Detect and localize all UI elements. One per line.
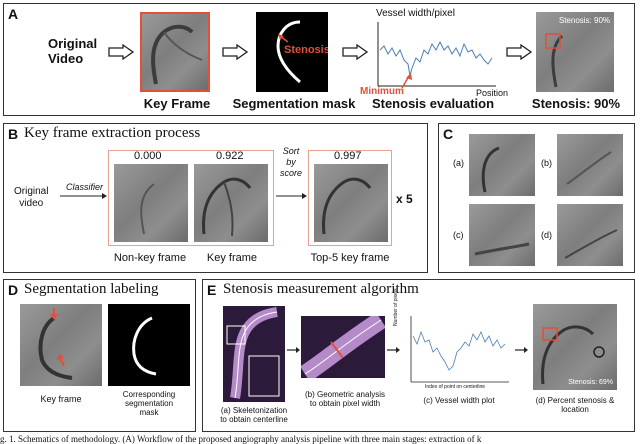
- panel-b: B Key frame extraction process Original …: [3, 123, 428, 273]
- stenosis-result-image: Stenosis: 90%: [536, 12, 614, 92]
- step-arrow-icon: [287, 347, 300, 353]
- panel-c: C (a) (b) (c) (d): [438, 123, 635, 273]
- caption-stenosis-result: Stenosis: 90%: [531, 96, 621, 111]
- frames-group-box: [108, 150, 274, 246]
- sort-by-score-label: Sort by score: [279, 146, 302, 178]
- caption-top5-key-frame: Top-5 key frame: [310, 252, 390, 264]
- original-video-label-b: Original video: [14, 186, 49, 209]
- plot-ylabel: Number of pixels: [393, 288, 399, 326]
- vessel-width-axis-label: Vessel width/pixel: [376, 8, 455, 19]
- panel-c-image-c: [469, 204, 535, 266]
- sort-arrow-icon: [276, 193, 307, 199]
- non-key-frame-image: [114, 164, 188, 242]
- stenosis-overlay-text: Stenosis: 90%: [558, 16, 610, 25]
- panel-b-label: B: [8, 126, 19, 142]
- caption-vessel-width-plot: (c) Vessel width plot: [423, 396, 495, 405]
- panel-d-mask-image: [108, 304, 190, 386]
- flow-arrow-icon: [506, 44, 532, 60]
- sublabel-d: (d): [541, 230, 552, 240]
- flow-arrow-icon: [342, 44, 368, 60]
- geometric-analysis-image: [301, 316, 385, 378]
- minimum-label: Minimum: [360, 86, 404, 97]
- vessel-width-plot: [377, 22, 496, 87]
- caption-panel-d-key-frame: Key frame: [40, 394, 82, 404]
- score-key: 0.922: [216, 150, 244, 162]
- sublabel-a: (a): [453, 158, 464, 168]
- panel-c-image-a: [469, 134, 535, 196]
- caption-non-key-frame: Non-key frame: [113, 252, 187, 264]
- panel-e-label: E: [207, 282, 217, 298]
- original-video-label: Original Video: [48, 36, 98, 66]
- figure-caption: g. 1. Schematics of methodology. (A) Wor…: [0, 434, 482, 444]
- position-axis-label: Position: [476, 88, 509, 98]
- caption-segmentation-mask: Segmentation mask: [232, 96, 356, 111]
- sublabel-c: (c): [453, 230, 464, 240]
- panel-c-image-b: [557, 134, 623, 196]
- panel-a-label: A: [8, 6, 19, 22]
- top5-key-frame-image: [314, 164, 388, 242]
- panel-a: A Original Video Stenosis Vessel width/p…: [3, 3, 635, 116]
- panel-e-title: Stenosis measurement algorithm: [223, 281, 419, 297]
- percent-stenosis-image: Stenosis: 69%: [533, 304, 617, 390]
- sublabel-b: (b): [541, 158, 552, 168]
- times-five-label: x 5: [396, 192, 413, 206]
- segmentation-mask-image: Stenosis: [256, 12, 328, 92]
- panel-d: D Segmentation labeling Key frame Corres…: [3, 279, 196, 432]
- key-frame-image-b: [194, 164, 268, 242]
- panel-c-label: C: [443, 126, 454, 142]
- panel-e: E Stenosis measurement algorithm Number …: [202, 279, 635, 432]
- plot-xlabel: Index of point on centerline: [425, 384, 486, 390]
- classifier-label: Classifier: [66, 182, 104, 192]
- vessel-width-plot-e: [410, 316, 509, 383]
- key-frame-image: [140, 12, 210, 92]
- flow-arrow-icon: [222, 44, 248, 60]
- stenosis-69-overlay: Stenosis: 69%: [568, 379, 613, 386]
- score-top5: 0.997: [334, 150, 362, 162]
- caption-stenosis-evaluation: Stenosis evaluation: [371, 96, 495, 111]
- panel-d-key-frame-image: [20, 304, 102, 386]
- panel-c-image-d: [557, 204, 623, 266]
- flow-arrow-icon: [108, 44, 134, 60]
- skeletonization-image: [223, 306, 285, 402]
- score-nonkey: 0.000: [134, 150, 162, 162]
- top5-group-box: [308, 150, 392, 246]
- classifier-arrow-icon: [60, 193, 107, 199]
- caption-panel-d-mask: Corresponding segmentation mask: [122, 390, 176, 417]
- caption-key-frame: Key Frame: [143, 96, 211, 111]
- caption-skeletonization: (a) Skeletonization to obtain centerline: [220, 406, 288, 424]
- caption-key-frame-b: Key frame: [206, 252, 258, 264]
- minimum-arrow-icon: [401, 73, 412, 89]
- step-arrow-icon: [515, 347, 528, 353]
- panel-d-label: D: [8, 282, 19, 298]
- step-arrow-icon: [387, 347, 400, 353]
- panel-b-title: Key frame extraction process: [24, 125, 201, 141]
- caption-geometric-analysis: (b) Geometric analysis to obtain pixel w…: [304, 390, 386, 408]
- stenosis-annotation: Stenosis: [284, 44, 328, 56]
- panel-d-title: Segmentation labeling: [24, 281, 159, 297]
- caption-percent-stenosis: (d) Percent stenosis & location: [535, 396, 615, 414]
